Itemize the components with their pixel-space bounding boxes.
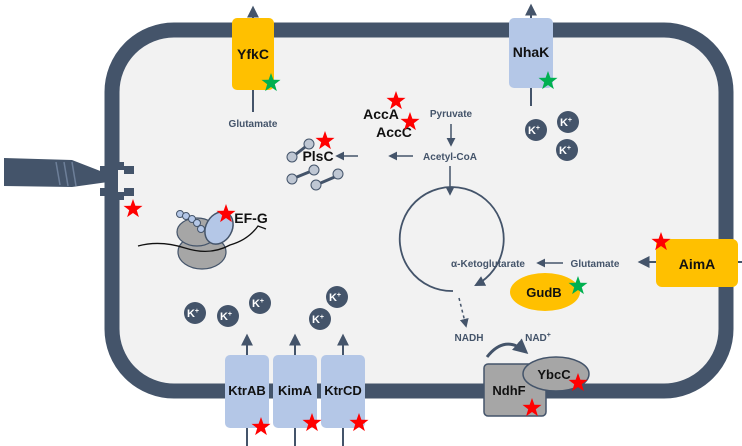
- nhak-label: NhaK: [513, 44, 550, 60]
- red-star-acca: [386, 91, 406, 110]
- glutamate-aima-label: Glutamate: [571, 259, 620, 270]
- red-star-accc: [400, 112, 420, 131]
- green-star-yfkc: [261, 73, 281, 92]
- red-star-ktrcd: [349, 413, 369, 432]
- green-star-nhak: [538, 71, 558, 90]
- svg-text:K+: K+: [560, 117, 572, 129]
- green-star-gudb: [568, 276, 588, 295]
- flagellum: [4, 158, 134, 200]
- gudb-enzyme: GudB: [510, 273, 580, 311]
- svg-text:K+: K+: [559, 145, 571, 157]
- pyruvate-label: Pyruvate: [430, 109, 473, 120]
- akg-to-nadh-arrow: [458, 297, 469, 328]
- nadh-label: NADH: [455, 333, 484, 344]
- ktrab-transporter: KtrAB: [225, 333, 269, 446]
- ybcc-label: YbcC: [537, 367, 571, 382]
- svg-text:K+: K+: [312, 314, 324, 326]
- plsc-label: PlsC: [302, 148, 333, 164]
- nadh-to-nad-arrow: [485, 338, 529, 358]
- svg-text:K+: K+: [220, 311, 232, 323]
- red-star-ybcc: [568, 373, 588, 392]
- k-ion: K+: [249, 292, 271, 314]
- red-star-plsc: [315, 131, 335, 150]
- aima-transporter: AimA: [637, 239, 742, 287]
- ktrcd-label: KtrCD: [324, 383, 362, 398]
- yfkc-transporter: YfkC: [232, 5, 274, 112]
- kima-transporter: KimA: [273, 333, 317, 446]
- red-star-ndhf: [522, 398, 542, 417]
- alpha-ketoglutarate-label: α-Ketoglutarate: [451, 259, 525, 270]
- mutation-stars: [123, 71, 671, 436]
- ktrcd-transporter: KtrCD: [321, 333, 365, 446]
- svg-text:K+: K+: [329, 292, 341, 304]
- red-star-aima: [651, 232, 671, 251]
- aima-label: AimA: [679, 256, 716, 272]
- acetyl-coa-label: Acetyl-CoA: [423, 152, 477, 163]
- yfkc-label: YfkC: [237, 46, 269, 62]
- k-ion: K+: [525, 119, 547, 141]
- potassium-ions: K+ K+ K+ K+ K+ K+ K+ K+: [184, 111, 579, 330]
- red-star-ktrab: [251, 417, 271, 436]
- red-star-flagellum: [123, 199, 143, 218]
- acca-label: AccA: [363, 106, 399, 122]
- gudb-label: GudB: [526, 285, 561, 300]
- accc-label: AccC: [376, 124, 412, 140]
- nhak-transporter: NhaK: [509, 3, 553, 106]
- ktrab-label: KtrAB: [228, 383, 266, 398]
- kima-label: KimA: [278, 383, 313, 398]
- nad-label: NAD+: [525, 332, 551, 344]
- k-ion: K+: [309, 308, 331, 330]
- efg-label: EF-G: [234, 210, 268, 226]
- ndhf-label: NdhF: [492, 383, 525, 398]
- k-ion: K+: [184, 302, 206, 324]
- tca-cycle: [398, 186, 505, 292]
- svg-text:K+: K+: [252, 298, 264, 310]
- red-star-kima: [302, 413, 322, 432]
- phospholipid-icons: [286, 138, 344, 191]
- k-ion: K+: [556, 139, 578, 161]
- ribosome: [137, 210, 267, 270]
- k-ion: K+: [557, 111, 579, 133]
- k-ion: K+: [326, 286, 348, 308]
- svg-text:K+: K+: [528, 125, 540, 137]
- glutamate-yfkc-label: Glutamate: [229, 119, 278, 130]
- cell-membrane: [104, 22, 734, 399]
- red-star-efg: [216, 204, 236, 223]
- svg-text:K+: K+: [187, 308, 199, 320]
- k-ion: K+: [217, 305, 239, 327]
